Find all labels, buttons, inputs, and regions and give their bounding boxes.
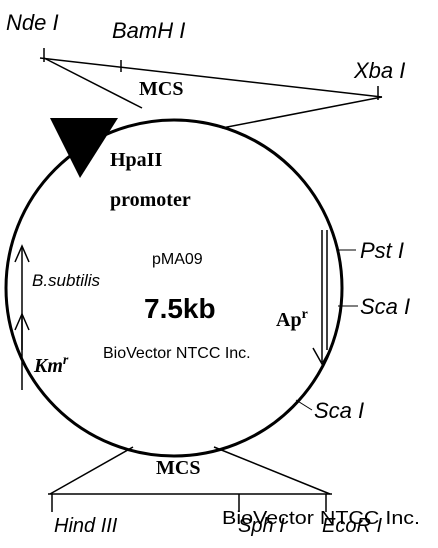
apr-arrowhead-icon (312, 347, 332, 366)
kmr-label: Kmr (33, 353, 69, 377)
hind-label: Hind III (54, 515, 118, 537)
plasmid-name: pMA09 (152, 251, 203, 268)
top-mcs-fan-right (221, 96, 383, 129)
top-mcs-label: MCS (139, 78, 183, 100)
eco-label: EcoR I (322, 515, 382, 537)
apr-label: Apr (276, 307, 308, 331)
bottom-mcs-fan-left (49, 446, 134, 495)
bsubtilis-label: B.subtilis (32, 271, 101, 290)
kmr-label-sup: r (63, 353, 69, 368)
sca1-label: Sca I (360, 294, 410, 319)
watermark-footer: BioVector NTCC Inc. (222, 508, 420, 528)
nde-label: Nde I (6, 10, 59, 35)
apr-label-base: Ap (276, 309, 302, 331)
promoter-label-line1: HpaII (110, 149, 162, 171)
promoter-triangle-icon (50, 118, 118, 178)
promoter-label-line2: promoter (110, 189, 191, 211)
watermark-center: BioVector NTCC Inc. (103, 345, 251, 362)
xba-label: Xba I (353, 58, 405, 83)
sph-label: Sph I (238, 515, 285, 537)
kmr-label-base: Km (33, 355, 63, 377)
kmr-arrowhead-icon (14, 312, 30, 331)
sca2-label: Sca I (314, 398, 364, 423)
top-mcs-fan-left (43, 57, 143, 109)
bam-label: BamH I (112, 18, 185, 43)
apr-label-sup: r (302, 307, 308, 322)
plasmid-size: 7.5kb (144, 293, 216, 324)
pst-label: Pst I (360, 238, 404, 263)
bottom-mcs-fan-right (213, 446, 331, 495)
plasmid-backbone (4, 118, 344, 458)
sca2-leader (295, 399, 313, 411)
bottom-mcs-label: MCS (156, 457, 200, 479)
top-mcs-baseline (39, 57, 383, 98)
bsubtilis-arrowhead-icon (14, 244, 30, 263)
